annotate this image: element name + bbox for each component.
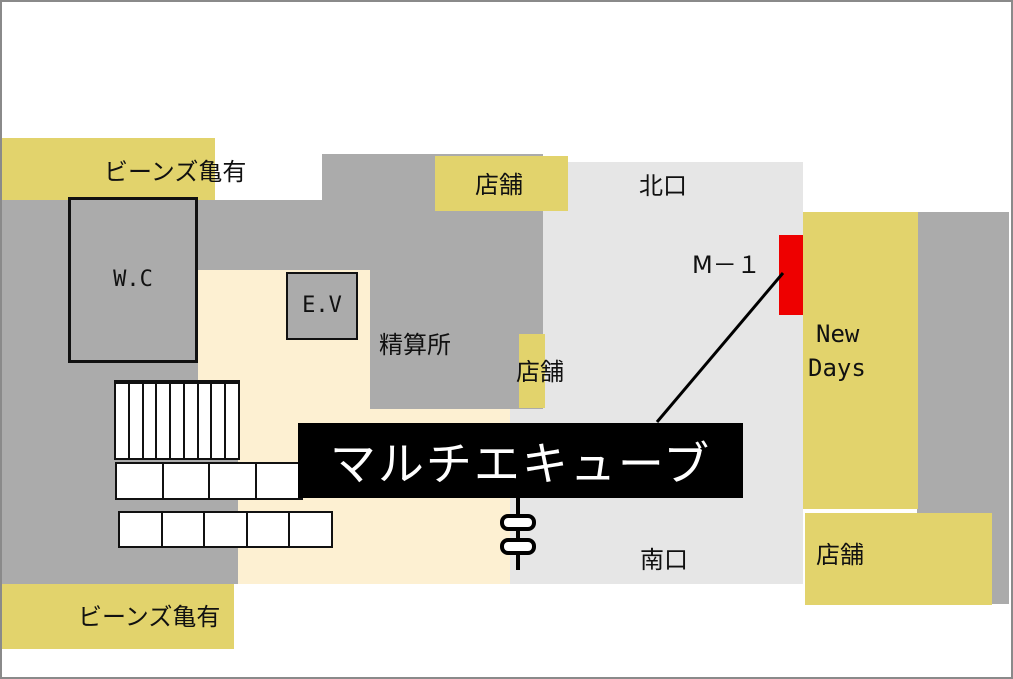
store-bottom-right-label: 店舗 xyxy=(816,541,864,569)
beans-bottom-block xyxy=(2,584,234,649)
beans-top-label: ビーンズ亀有 xyxy=(104,158,247,186)
marker-code-label: M－１ xyxy=(692,251,761,279)
store-middle-block xyxy=(519,334,545,408)
north-exit-label: 北口 xyxy=(639,172,687,200)
newdays-block xyxy=(803,212,918,509)
multi-cube-label: マルチエキューブ xyxy=(329,436,712,491)
store-top-label: 店舗 xyxy=(475,171,523,199)
stairs xyxy=(114,380,240,460)
ticket-gate-icon xyxy=(500,494,536,570)
newdays-label-line1: New xyxy=(816,320,860,348)
store-top-block xyxy=(435,156,568,211)
multi-cube-banner: マルチエキューブ xyxy=(298,423,743,498)
fare-adjustment-label: 精算所 xyxy=(379,331,451,359)
newdays-label-line2: Days xyxy=(808,354,866,382)
beans-top-block xyxy=(2,138,215,200)
pointer-line xyxy=(655,272,785,423)
store-bottom-right-block xyxy=(805,513,992,605)
elevator-room: E.V xyxy=(286,272,358,340)
wc-room: W.C xyxy=(68,197,198,363)
south-exit-label: 南口 xyxy=(640,546,688,574)
beans-bottom-label: ビーンズ亀有 xyxy=(78,603,221,631)
locker-row-lower xyxy=(118,511,333,548)
fare-office-area xyxy=(370,267,543,409)
store-middle-label: 店舗 xyxy=(516,358,564,386)
wc-label: W.C xyxy=(113,267,153,292)
ev-label: E.V xyxy=(302,293,342,318)
